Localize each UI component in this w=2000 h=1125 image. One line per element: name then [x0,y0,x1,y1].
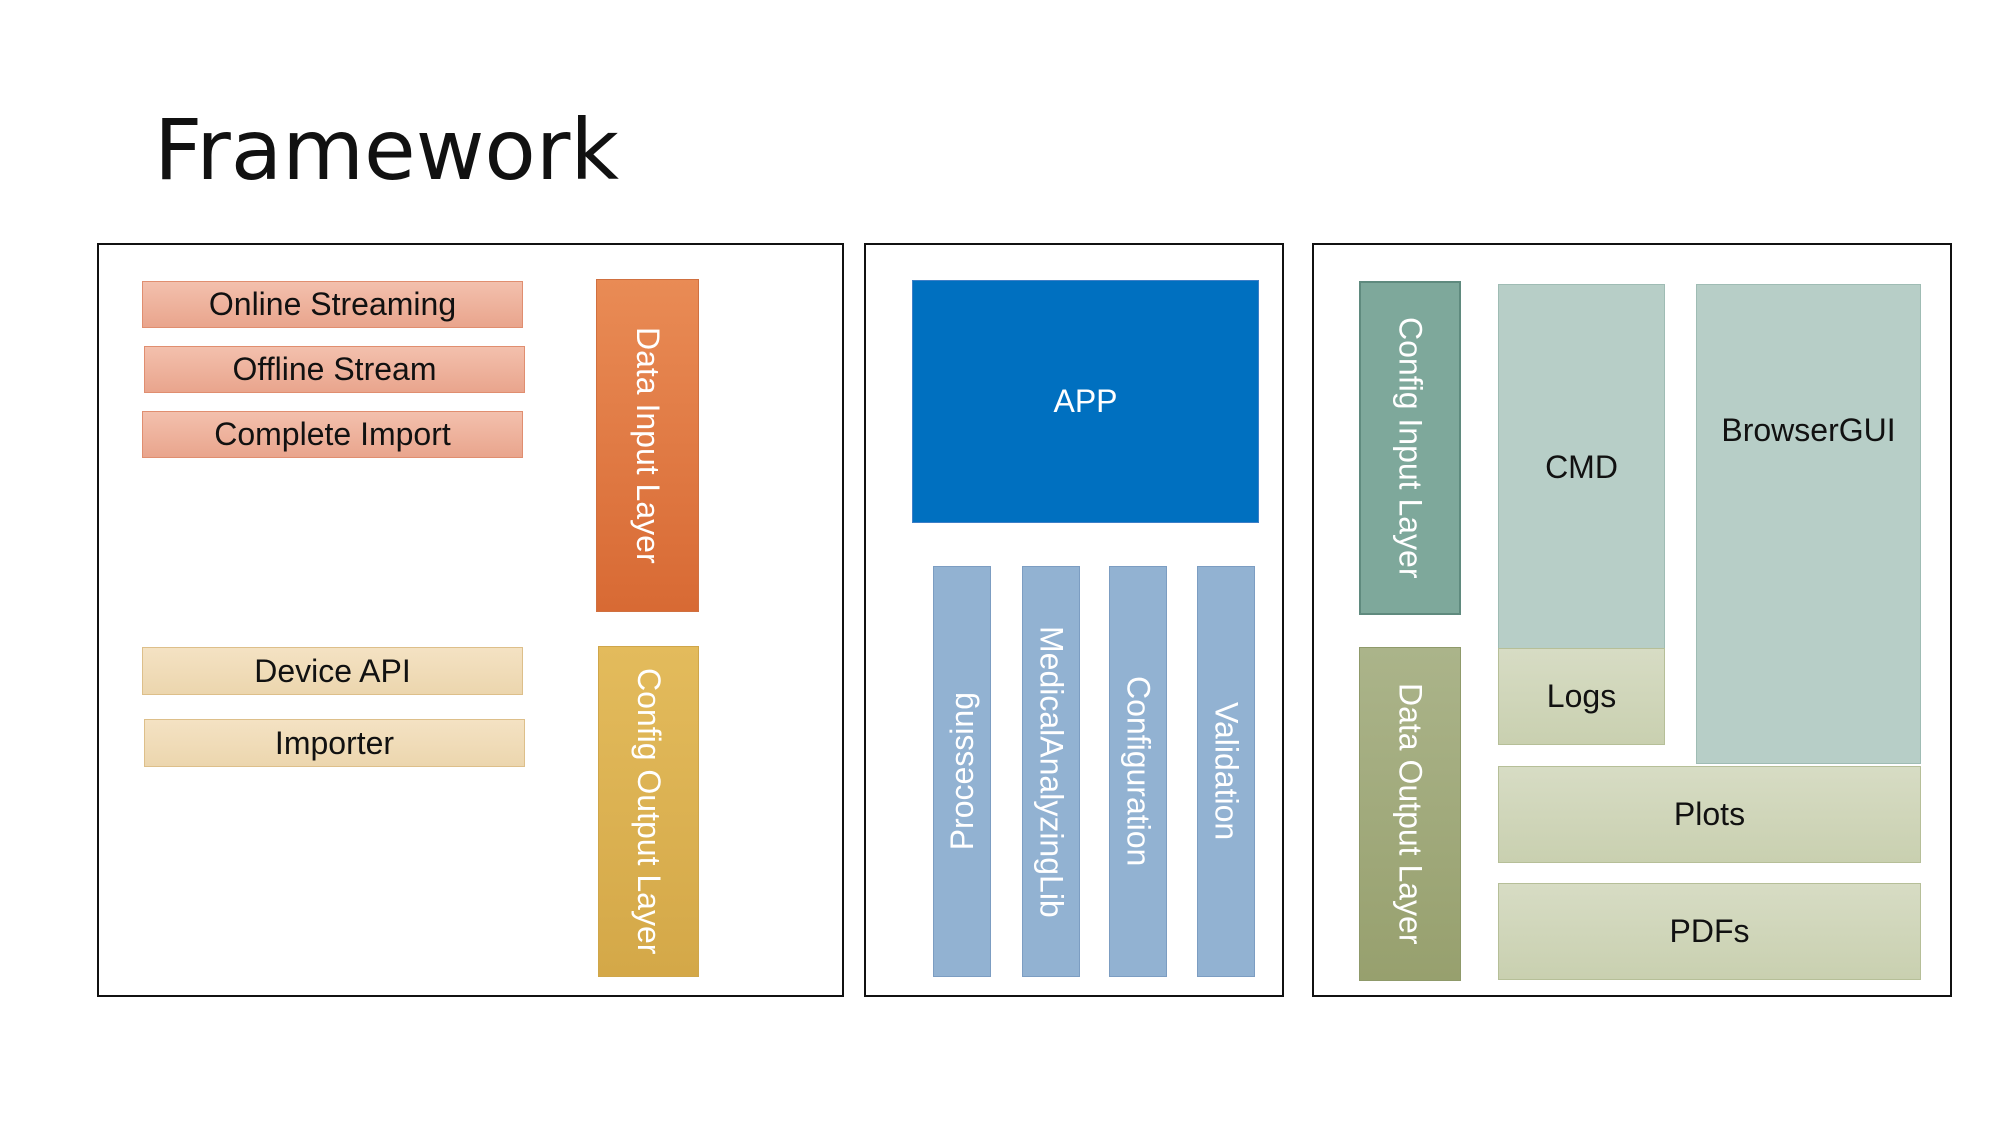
configuration-box: Configuration [1109,566,1167,977]
configuration-label: Configuration [1120,676,1157,867]
input-panel: Online Streaming Offline Stream Complete… [97,243,844,997]
importer-label: Importer [274,724,395,761]
output-panel: Config Input Layer Data Output Layer Bro… [1312,243,1952,997]
data-input-layer-box: Data Input Layer [596,279,699,612]
cmd-label: CMD [1545,448,1618,485]
data-input-layer-label: Data Input Layer [630,327,666,564]
complete-import-box: Complete Import [142,411,523,458]
core-panel: APP Processing MedicalAnalyzingLib Confi… [864,243,1284,997]
config-input-layer-label: Config Input Layer [1392,317,1429,579]
pdfs-box: PDFs [1498,883,1921,980]
validation-label: Validation [1208,702,1245,841]
offline-stream-label: Offline Stream [232,351,437,387]
pdfs-label: PDFs [1669,913,1750,949]
device-api-box: Device API [142,647,523,695]
config-input-layer-box: Config Input Layer [1359,281,1461,615]
offline-stream-box: Offline Stream [144,346,525,393]
validation-box: Validation [1197,566,1255,977]
processing-box: Processing [933,566,991,977]
logs-label: Logs [1546,678,1617,714]
cmd-box: CMD [1498,284,1665,650]
importer-box: Importer [144,719,525,767]
config-output-layer-box: Config Output Layer [598,646,699,977]
medical-analyzing-lib-box: MedicalAnalyzingLib [1022,566,1080,977]
page-title: Framework [154,101,619,199]
plots-label: Plots [1673,796,1746,832]
app-box: APP [912,280,1259,523]
device-api-label: Device API [254,652,411,689]
logs-box: Logs [1498,648,1665,745]
online-streaming-label: Online Streaming [208,286,457,322]
data-output-layer-box: Data Output Layer [1359,647,1461,981]
browser-gui-box: BrowserGUI [1696,284,1921,764]
data-output-layer-label: Data Output Layer [1392,683,1429,945]
online-streaming-box: Online Streaming [142,281,523,328]
medical-analyzing-lib-label: MedicalAnalyzingLib [1033,625,1070,918]
config-output-layer-label: Config Output Layer [631,668,667,955]
app-label: APP [1053,383,1118,419]
browser-gui-label: BrowserGUI [1721,411,1896,448]
complete-import-label: Complete Import [214,416,451,452]
plots-box: Plots [1498,766,1921,863]
processing-label: Processing [943,692,980,851]
